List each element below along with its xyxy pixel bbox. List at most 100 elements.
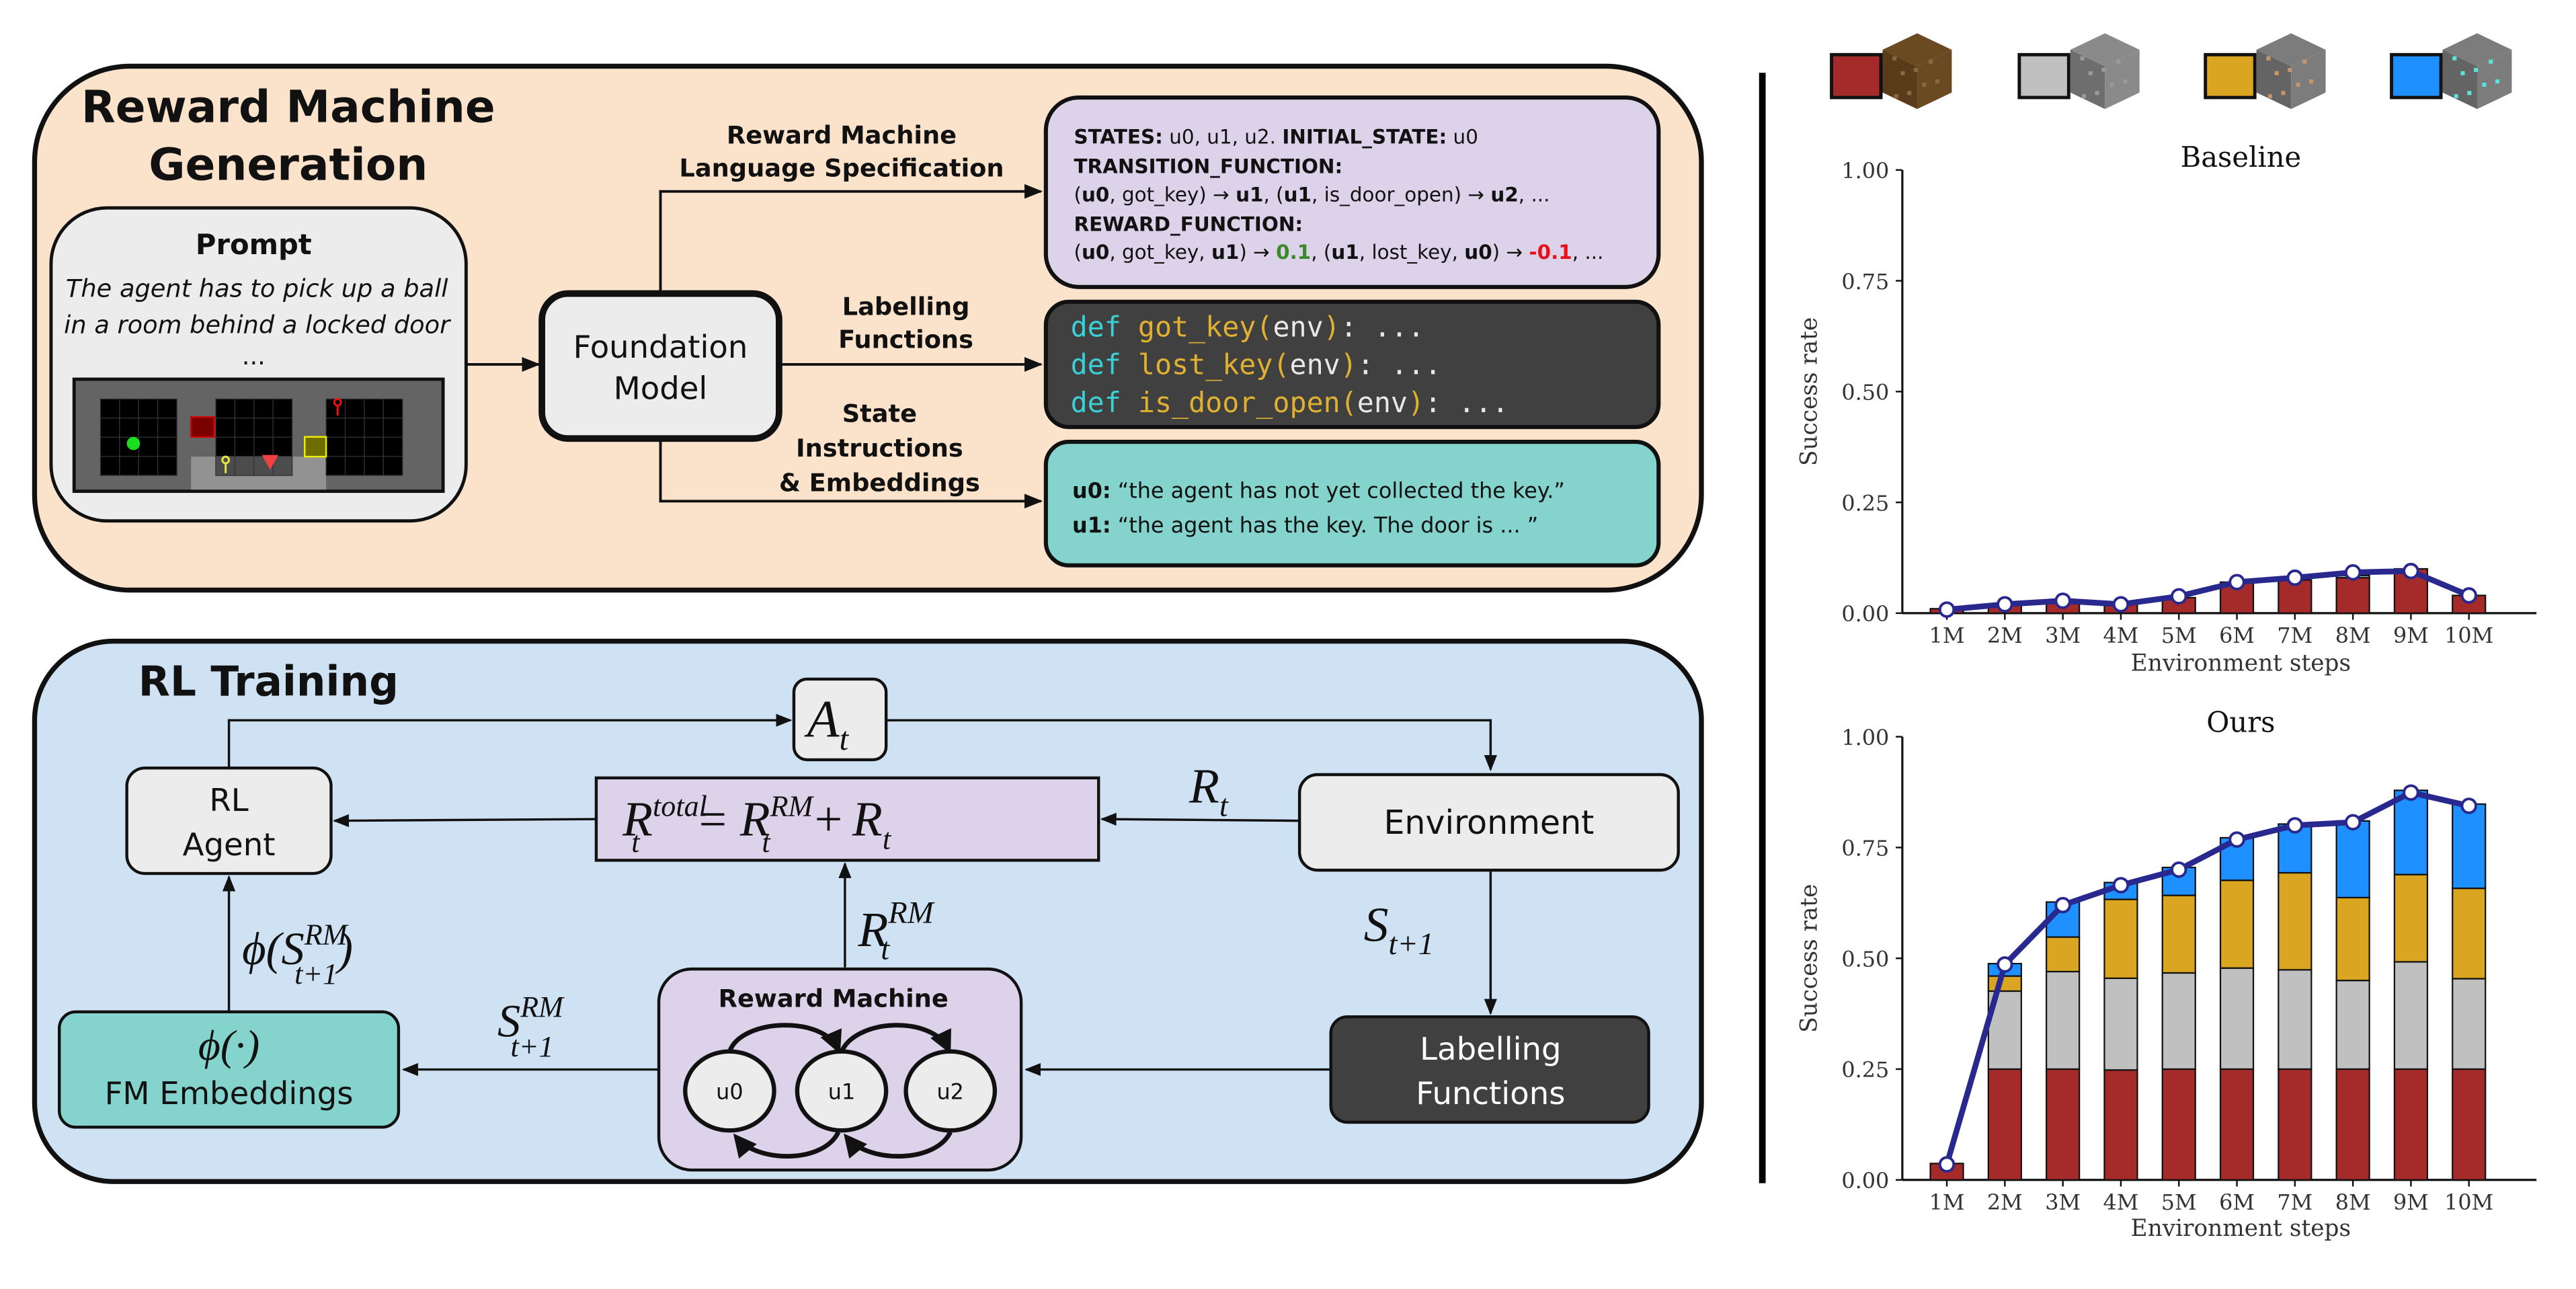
x-tick-label: 10M <box>2444 623 2493 648</box>
success-rate-point <box>1997 596 2013 613</box>
x-tick-label: 4M <box>2103 1189 2139 1215</box>
minigrid-env-image <box>72 377 445 494</box>
x-tick-label: 5M <box>2161 623 2197 648</box>
red-door-icon <box>190 416 215 438</box>
success-rate-point <box>2054 592 2071 609</box>
x-tick-label: 10M <box>2444 1189 2493 1215</box>
success-rate-point <box>2112 877 2130 894</box>
legend-swatch <box>2017 52 2070 100</box>
y-tick-label: 0.25 <box>1841 490 1889 516</box>
foundation-model-node: Foundation Model <box>538 290 782 442</box>
env-to-formula-arrow <box>1100 812 1300 826</box>
action-symbol: A <box>804 690 840 748</box>
x-axis-label: Environment steps <box>2131 1215 2351 1242</box>
labelling-functions-label-line2: Functions <box>1416 1075 1565 1111</box>
x-tick-label: 7M <box>2277 623 2312 648</box>
prompt-text-line1: The agent has to pick up a ball <box>66 274 448 303</box>
legend-item-stone <box>2017 33 2140 110</box>
legend-swatch <box>2204 52 2257 100</box>
bar-segment-wood-log <box>2219 1068 2255 1181</box>
rm-transition-arrow <box>844 1131 953 1159</box>
environment-label: Environment <box>1383 804 1594 842</box>
success-rate-point <box>2403 563 2419 580</box>
x-tick-label: 1M <box>1929 623 1965 648</box>
bar-segment-stone <box>2161 972 2196 1070</box>
agent-to-action-arrow <box>227 713 793 769</box>
bar-segment-iron-ore <box>2046 936 2081 973</box>
labelling-functions-node: Labelling Functions <box>1329 1015 1650 1124</box>
y-tick-label: 0.50 <box>1841 946 1889 972</box>
success-rate-point <box>2112 596 2130 613</box>
edge-label-spec-line2: Language Specification <box>679 154 1004 183</box>
code-line: def is_door_open(env): ... <box>1071 386 1509 419</box>
success-rate-point <box>2286 569 2304 586</box>
wood-log-block-icon <box>1882 33 1952 110</box>
success-rate-line <box>1946 568 2470 613</box>
rm-generation-title-line2: Generation <box>149 139 428 191</box>
state-instructions-box: u0: “the agent has not yet collected the… <box>1043 440 1661 568</box>
x-tick-label: 3M <box>2045 623 2081 648</box>
x-tick-label: 1M <box>1929 1189 1965 1215</box>
rl-training-panel: RL Training RL Agent At Environment Rtot… <box>32 638 1704 1184</box>
y-tick-label: 0.00 <box>1841 601 1889 627</box>
rm-generation-title-line1: Reward Machine <box>81 81 495 133</box>
foundation-model-label-line1: Foundation <box>573 329 748 365</box>
fm-to-embeddings-arrow <box>659 438 1043 509</box>
prompt-box: Prompt The agent has to pick up a ball i… <box>49 206 468 523</box>
x-tick-label: 7M <box>2277 1189 2312 1215</box>
success-rate-point <box>2403 784 2419 801</box>
legend-item-iron-ore <box>2204 33 2326 110</box>
diamond-ore-block-icon <box>2442 33 2512 110</box>
bar-segment-diamond-ore <box>2452 803 2487 890</box>
action-node: At <box>792 677 888 762</box>
success-rate-point <box>2054 896 2071 914</box>
fm-to-spec-arrow <box>659 184 1043 294</box>
y-axis-label: Success rate <box>1796 884 1822 1033</box>
formula-to-agent-arrow <box>332 814 596 828</box>
prompt-text-ellipsis: ... <box>242 342 266 370</box>
rm-state-label: u2 <box>936 1079 963 1105</box>
bar-segment-stone <box>2335 980 2370 1070</box>
labelling-code-box: def got_key(env): ... def lost_key(env): … <box>1043 299 1661 430</box>
bar-segment-iron-ore <box>2393 873 2429 963</box>
y-tick-label: 0.00 <box>1841 1168 1889 1194</box>
spec-reward-line: (u0, got_key, u1) → 0.1, (u1, lost_key, … <box>1074 241 1603 264</box>
rl-agent-node: RL Agent <box>125 767 333 875</box>
x-tick-label: 8M <box>2335 623 2371 648</box>
yellow-door-icon <box>304 436 327 458</box>
success-rate-point <box>2460 587 2477 604</box>
bar-segment-iron-ore <box>2161 894 2196 974</box>
iron-ore-block-icon <box>2256 33 2326 110</box>
action-subscript: t <box>839 720 849 757</box>
x-tick-label: 3M <box>2045 1189 2081 1215</box>
spec-states-line: STATES: u0, u1, u2. INITIAL_STATE: u0 <box>1074 126 1478 149</box>
bar-segment-stone <box>2452 978 2487 1070</box>
prompt-text-line2: in a room behind a locked door <box>64 310 452 339</box>
bar-segment-iron-ore <box>2335 896 2370 982</box>
chart-legend <box>1830 33 2512 110</box>
legend-item-wood-log <box>1830 33 1952 110</box>
edge-label-si-line1: State <box>842 399 917 428</box>
code-line: def got_key(env): ... <box>1071 310 1425 343</box>
success-rate-line <box>1943 789 2470 1165</box>
bar-segment-wood-log <box>2335 1068 2370 1181</box>
success-rate-point <box>2286 817 2304 834</box>
rl-training-title: RL Training <box>138 658 399 705</box>
green-ball-icon <box>126 436 140 451</box>
x-tick-label: 8M <box>2335 1189 2371 1215</box>
bar-segment-iron-ore <box>2103 898 2138 979</box>
x-tick-label: 2M <box>1987 623 2023 648</box>
fm-embeddings-label: FM Embeddings <box>105 1075 354 1111</box>
x-tick-label: 9M <box>2393 623 2429 648</box>
bar-segment-iron-ore <box>2278 871 2312 971</box>
code-line: def lost_key(env): ... <box>1071 348 1442 381</box>
reward-machine-title: Reward Machine <box>719 984 949 1013</box>
prompt-title: Prompt <box>196 228 312 261</box>
